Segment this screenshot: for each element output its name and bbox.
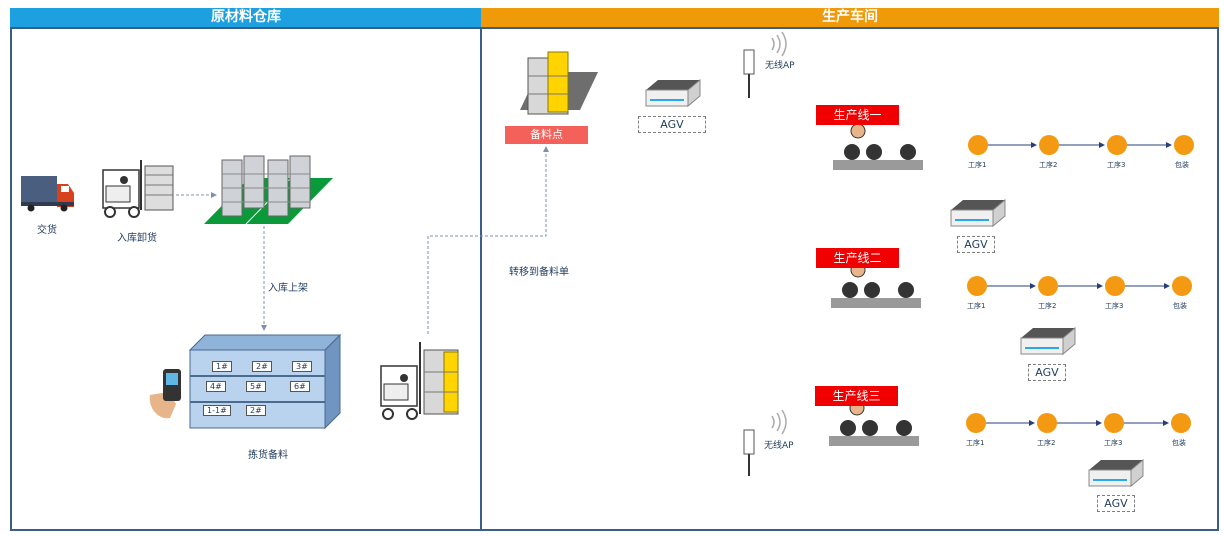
step-node [1038,276,1058,296]
step-label: 工序1 [967,302,986,310]
step-node [1171,413,1191,433]
agv-label: AGV [1028,364,1066,381]
step-label: 工序3 [1104,439,1123,447]
step-label: 工序2 [1039,161,1058,169]
wireless-ap-label: 无线AP [765,61,795,71]
step-label: 工序1 [968,161,987,169]
step-node [1104,413,1124,433]
step-label: 包装 [1173,302,1187,310]
workshop-panel [480,27,1219,531]
step-node [1039,135,1059,155]
warehouse-header: 原材料仓库 [10,8,482,27]
wireless-ap-icon [743,409,787,476]
agv-label: AGV [957,236,995,253]
forklift-icon [102,160,174,218]
production-line-machinery-1 [833,123,923,170]
shelf-slot-label: 1-1# [203,405,231,416]
pallet-staging-area [204,155,333,225]
forklift-loaded-icon [380,342,459,420]
transfer-label: 转移到备料单 [509,267,569,278]
shelf-slot-label: 1# [212,361,232,372]
shelving-label: 入库上架 [268,283,308,294]
wireless-ap-icon [743,31,787,98]
step-label: 工序1 [966,439,985,447]
truck-icon [21,176,74,212]
staging-point-label: 备料点 [505,126,588,144]
step-label: 工序3 [1107,161,1126,169]
truck-label: 交货 [37,225,57,236]
step-node [967,276,987,296]
handheld-scanner-icon [149,369,181,419]
shelf-slot-label: 2# [246,405,266,416]
step-node [968,135,988,155]
step-label: 包装 [1172,439,1186,447]
agv-label: AGV [638,116,706,133]
production-line-label: 生产线三 [815,386,898,406]
agv-icon [1020,326,1076,356]
step-label: 工序2 [1038,302,1057,310]
workshop-header: 生产车间 [481,8,1219,27]
shelf-slot-label: 2# [252,361,272,372]
staging-pallet-icon [520,51,598,115]
step-node [1174,135,1194,155]
step-node [1107,135,1127,155]
step-node [1172,276,1192,296]
agv-icon [950,198,1006,228]
step-label: 工序2 [1037,439,1056,447]
production-line-label: 生产线一 [816,105,899,125]
shelf-slot-label: 6# [290,381,310,392]
wireless-ap-label: 无线AP [764,441,794,451]
step-label: 包装 [1175,161,1189,169]
agv-icon [1088,458,1144,488]
production-line-machinery-2 [831,262,921,308]
shelf-slot-label: 4# [206,381,226,392]
picking-label: 拣货备料 [248,450,288,461]
step-node [1105,276,1125,296]
shelf-slot-label: 5# [246,381,266,392]
shelf-slot-label: 3# [292,361,312,372]
step-node [1037,413,1057,433]
production-line-machinery-3 [829,400,919,446]
agv-label: AGV [1097,495,1135,512]
step-label: 工序3 [1105,302,1124,310]
inbound-unload-label: 入库卸货 [117,233,157,244]
production-line-label: 生产线二 [816,248,899,268]
step-node [966,413,986,433]
agv-icon [645,78,701,108]
